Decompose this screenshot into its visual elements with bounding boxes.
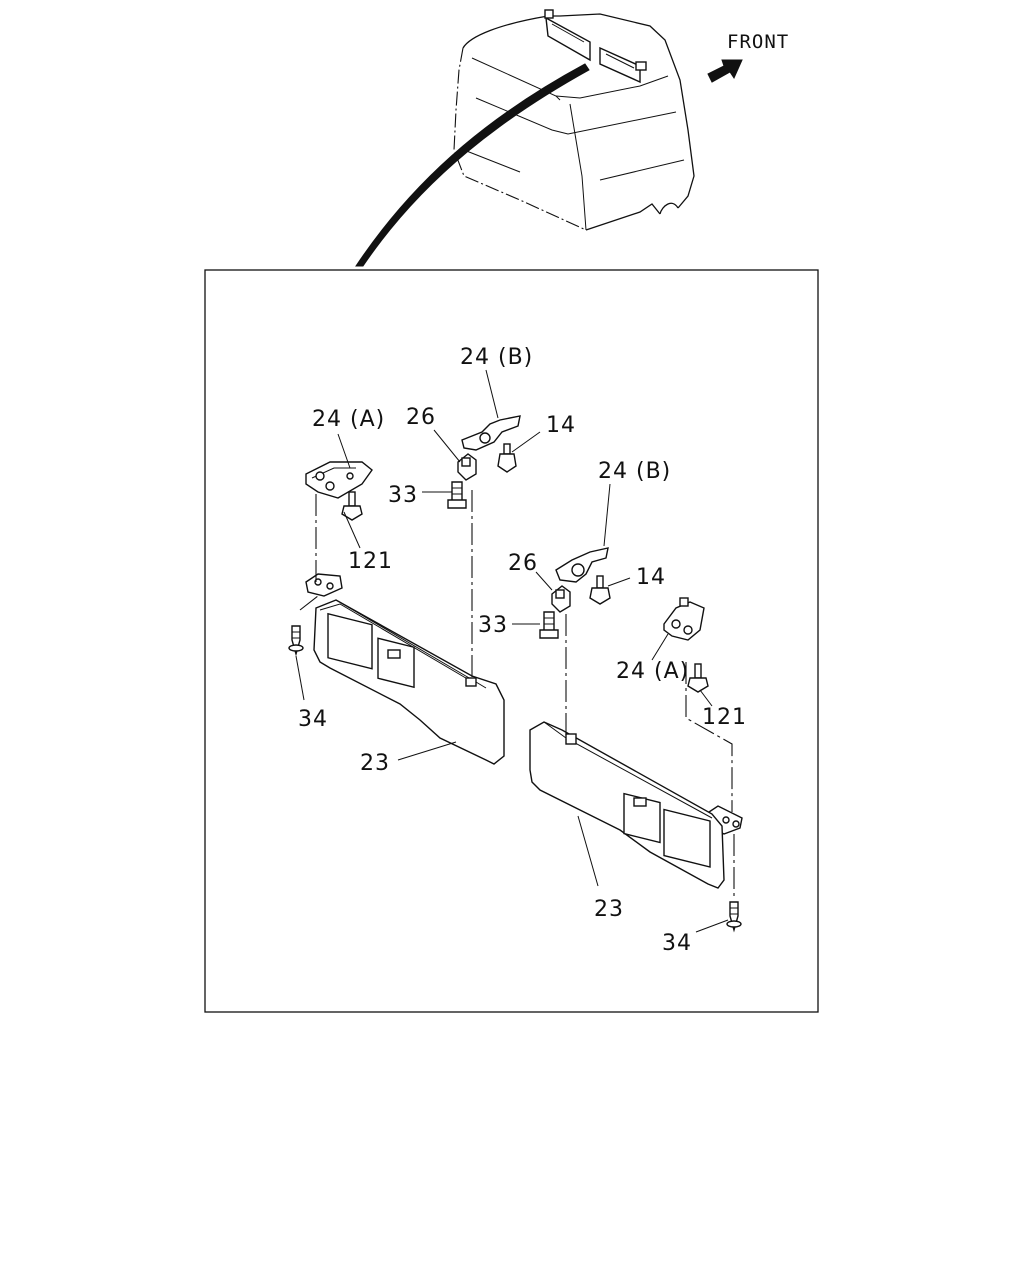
left-screw-33 <box>447 481 467 509</box>
left-screw-121 <box>341 491 363 521</box>
callout-labels: 24 (B) 24 (A) 26 14 33 121 34 23 24 (B) … <box>298 345 747 956</box>
left-sun-visor <box>313 599 505 765</box>
leader-lines <box>295 369 729 933</box>
callout-right-23: 23 <box>594 897 624 922</box>
callout-left-24a: 24 (A) <box>312 407 385 432</box>
callout-left-23: 23 <box>360 751 390 776</box>
front-label: FRONT <box>727 31 789 53</box>
left-bracket-a <box>305 461 373 499</box>
right-screw-14 <box>589 575 611 605</box>
callout-left-33: 33 <box>388 483 418 508</box>
callout-right-33: 33 <box>478 613 508 638</box>
left-bracket-b <box>461 415 521 451</box>
right-screw-33 <box>539 611 559 639</box>
front-indicator: FRONT <box>707 31 789 83</box>
right-sun-visor <box>529 721 725 889</box>
right-clip-26 <box>551 585 571 613</box>
callout-right-26: 26 <box>508 551 538 576</box>
callout-left-14: 14 <box>546 413 576 438</box>
right-screw-34 <box>726 901 742 933</box>
callout-left-26: 26 <box>406 405 436 430</box>
left-clip-26 <box>457 453 477 481</box>
callout-right-14: 14 <box>636 565 666 590</box>
callout-left-121: 121 <box>348 549 393 574</box>
left-screw-34 <box>288 625 304 657</box>
callout-left-34: 34 <box>298 707 328 732</box>
right-screw-121 <box>687 663 709 693</box>
callout-left-24b: 24 (B) <box>460 345 533 370</box>
cab-visor-right <box>599 46 647 84</box>
detail-leader-swoosh <box>355 63 590 267</box>
callout-right-24b: 24 (B) <box>598 459 671 484</box>
cab-visor-left <box>544 9 591 62</box>
right-bracket-a <box>663 597 705 641</box>
right-bracket-b <box>555 547 609 583</box>
detail-frame <box>204 269 819 1013</box>
front-arrow-icon <box>707 59 743 83</box>
callout-right-34: 34 <box>662 931 692 956</box>
left-screw-14 <box>497 443 517 473</box>
callout-right-24a: 24 (A) <box>616 659 689 684</box>
cab-overview <box>355 9 695 267</box>
left-hinge-plate <box>305 573 343 597</box>
callout-right-121: 121 <box>702 705 747 730</box>
